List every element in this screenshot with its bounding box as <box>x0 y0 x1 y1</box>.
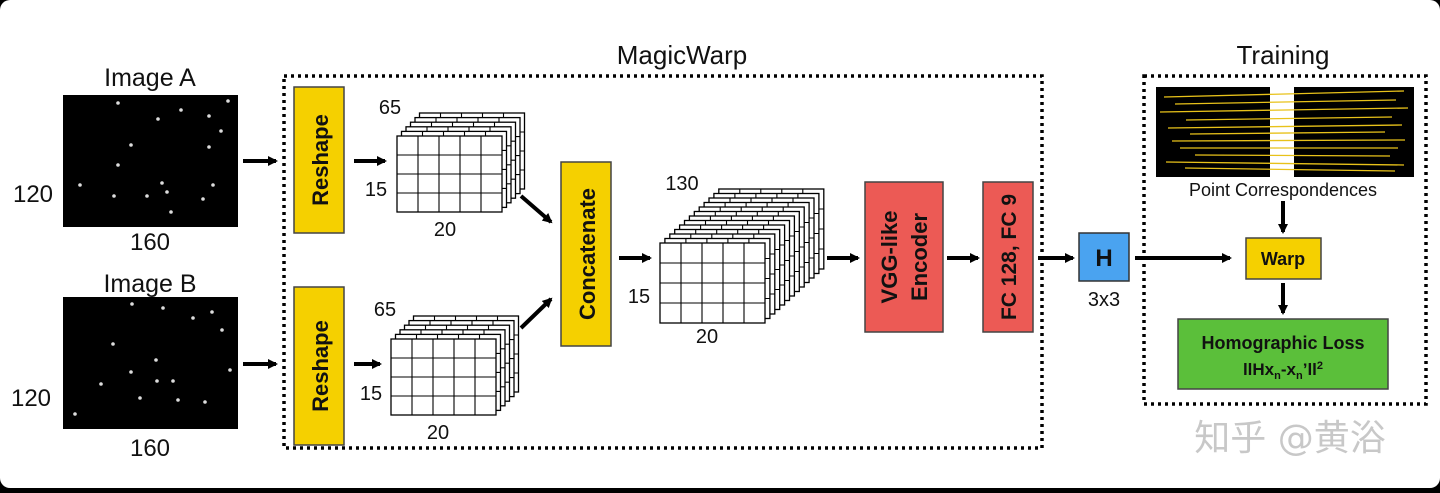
keypoint-dot <box>165 190 169 194</box>
keypoint-dot <box>78 183 82 187</box>
keypoint-dot <box>191 316 195 320</box>
keypoint-dot <box>161 306 165 310</box>
h-size: 3x3 <box>1088 289 1120 311</box>
keypoint-dot <box>179 108 183 112</box>
training-title: Training <box>1237 40 1330 70</box>
correspondence-line <box>1174 99 1397 105</box>
training-container <box>1142 74 1428 406</box>
vgg-encoder-line1: VGG-like <box>877 211 902 304</box>
magicwarp-container <box>282 74 1044 450</box>
h-box <box>1078 232 1130 282</box>
keypoint-dot <box>99 382 103 386</box>
arrow-grid-bottom-concat <box>519 297 553 330</box>
grid-top-width: 20 <box>434 219 456 241</box>
grid-bottom-height: 15 <box>360 383 382 405</box>
image-a-width: 160 <box>130 229 170 256</box>
correspondence-line <box>1189 131 1386 135</box>
keypoint-dot <box>160 181 164 185</box>
image-a-keypoints <box>78 99 230 214</box>
image-b-width: 160 <box>130 435 170 462</box>
correspondence-lines <box>1159 90 1409 172</box>
image-b <box>63 297 238 429</box>
reshape-label-top: Reshape <box>308 114 333 206</box>
keypoint-dot <box>210 310 214 314</box>
correspondence-line <box>1171 139 1406 142</box>
keypoint-dot <box>220 328 224 332</box>
warp-box <box>1245 237 1322 280</box>
warp-label: Warp <box>1261 249 1305 269</box>
keypoint-dot <box>155 379 159 383</box>
keypoint-dot <box>145 194 149 198</box>
homographic-loss-title: Homographic Loss <box>1201 333 1364 353</box>
point-correspondences-label: Point Correspondences <box>1189 180 1377 200</box>
correspondence-line <box>1163 90 1405 98</box>
fc-box <box>982 181 1034 333</box>
tensor-stack-concat <box>659 188 825 324</box>
tensor-stack-top <box>396 112 526 213</box>
keypoint-dot <box>211 183 215 187</box>
concatenate-box <box>560 161 612 347</box>
correspondence-line <box>1185 116 1393 121</box>
grid-bottom-width: 20 <box>427 422 449 444</box>
grid-concat-height: 15 <box>628 286 650 308</box>
keypoint-dot <box>130 302 134 306</box>
keypoint-dot <box>73 412 77 416</box>
tensor-layer <box>396 135 503 213</box>
keypoint-dot <box>207 114 211 118</box>
tensor-layer <box>390 338 497 416</box>
image-b-title: Image B <box>103 270 196 298</box>
keypoint-dot <box>112 194 116 198</box>
grid-bottom-depth: 65 <box>374 299 396 321</box>
arrow-grid-top-concat <box>519 194 553 224</box>
keypoint-dot <box>116 163 120 167</box>
homographic-loss-formula: llHxn-xn’ll2 <box>1243 360 1323 382</box>
keypoint-dot <box>129 370 133 374</box>
correspondence-line <box>1184 167 1396 172</box>
keypoint-dot <box>219 129 223 133</box>
keypoint-dot <box>171 379 175 383</box>
correspondence-line <box>1167 124 1403 129</box>
keypoint-dot <box>226 99 230 103</box>
keypoint-dot <box>116 101 120 105</box>
keypoint-dot <box>228 368 232 372</box>
keypoint-dot <box>138 396 142 400</box>
concatenate-label: Concatenate <box>575 188 600 320</box>
keypoint-dot <box>203 400 207 404</box>
tensor-layer <box>659 242 766 324</box>
homographic-loss-box <box>1177 318 1389 390</box>
correspondence-line <box>1194 154 1391 157</box>
reshape-box-top <box>293 86 345 234</box>
keypoint-dot <box>207 145 211 149</box>
magicwarp-title: MagicWarp <box>617 40 748 70</box>
keypoint-dot <box>129 143 133 147</box>
watermark: 知乎 @黄浴 <box>1194 418 1385 459</box>
image-b-keypoints <box>73 302 232 416</box>
fc-label: FC 128, FC 9 <box>998 194 1021 320</box>
correspondence-line <box>1165 161 1405 166</box>
vgg-encoder-box <box>864 181 944 333</box>
reshape-box-bottom <box>293 286 345 446</box>
keypoint-dot <box>201 197 205 201</box>
grid-concat-depth: 130 <box>665 173 698 195</box>
correspondence-line <box>1159 107 1409 113</box>
keypoint-dot <box>111 342 115 346</box>
grid-concat-width: 20 <box>696 326 718 348</box>
image-a <box>63 95 238 227</box>
reshape-label-bottom: Reshape <box>308 320 333 412</box>
image-a-height: 120 <box>13 181 53 208</box>
vgg-encoder-line2: Encoder <box>907 213 932 301</box>
keypoint-dot <box>156 117 160 121</box>
image-a-title: Image A <box>104 64 196 92</box>
grid-top-depth: 65 <box>379 97 401 119</box>
keypoint-dot <box>154 358 158 362</box>
tensor-stack-bottom <box>390 315 520 416</box>
keypoint-dot <box>169 210 173 214</box>
grid-top-height: 15 <box>365 179 387 201</box>
h-label: H <box>1095 245 1112 272</box>
keypoint-dot <box>176 398 180 402</box>
image-b-height: 120 <box>11 385 51 412</box>
